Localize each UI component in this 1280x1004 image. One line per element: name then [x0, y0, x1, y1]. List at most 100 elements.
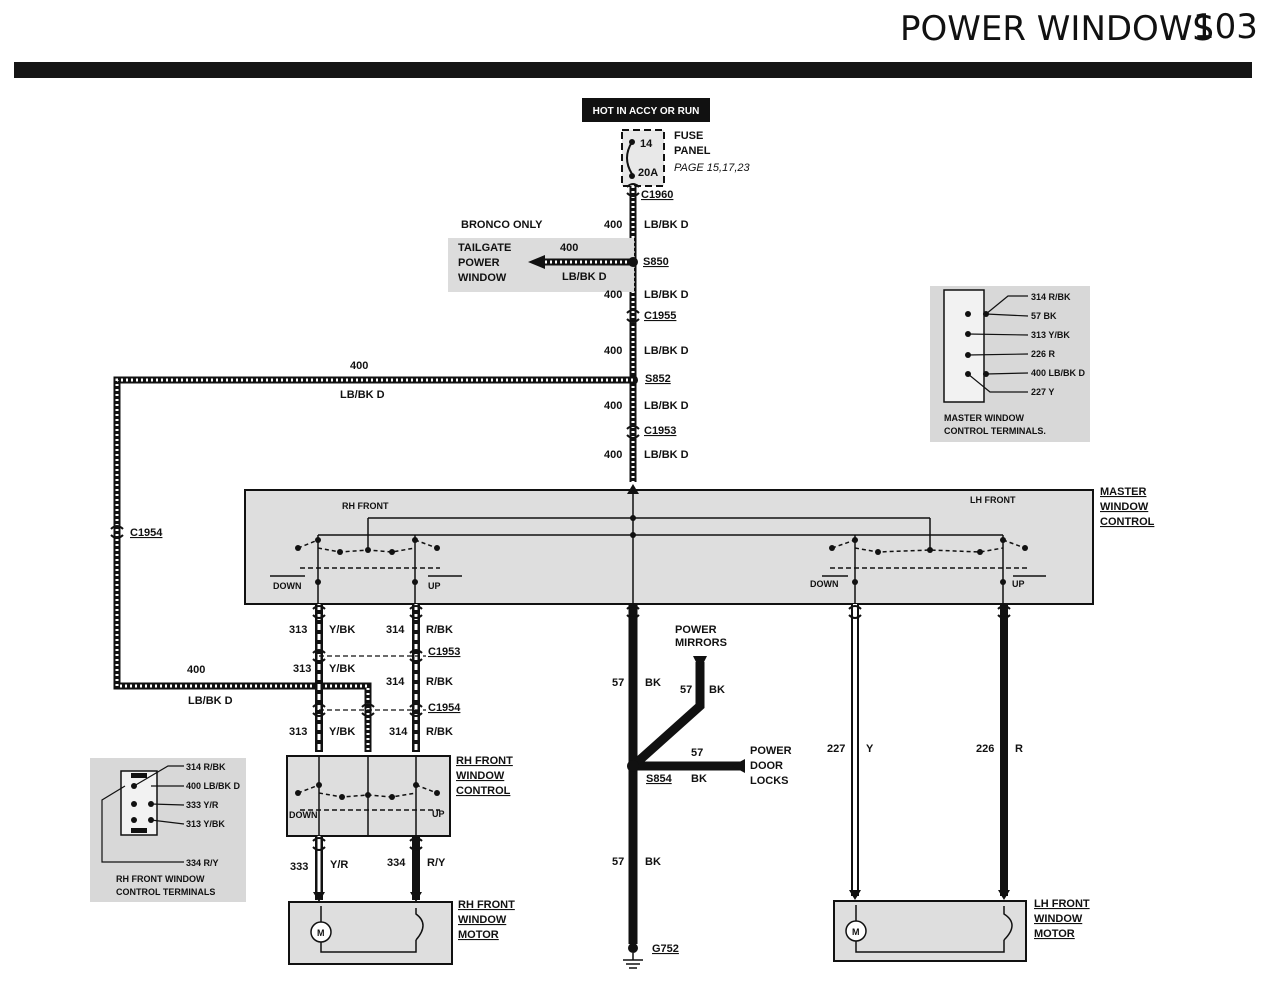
door-locks-color: BK — [691, 773, 707, 785]
rh-control-label-2: WINDOW — [456, 770, 505, 782]
hot-in-accy-label-box — [582, 98, 710, 122]
master-input-arrow — [627, 484, 639, 494]
wire-57-power-mirrors — [629, 662, 705, 770]
loop-circuit-top: 400 — [350, 360, 368, 372]
feed-color-1: LB/BK D — [644, 219, 689, 231]
master-rh-down-label: DOWN — [273, 581, 302, 591]
fuse-terminal-top — [629, 139, 635, 145]
page-number: 103 — [1193, 7, 1258, 47]
w313-label-3: 313 — [289, 726, 307, 738]
master-terminals-caption-1: MASTER WINDOW — [944, 413, 1024, 423]
tailgate-arrow — [528, 255, 545, 269]
rh-window-motor-box — [288, 901, 453, 965]
r-bk-label-1: R/BK — [426, 624, 453, 636]
header-rule — [14, 62, 1252, 78]
feed-color-4: LB/BK D — [644, 400, 689, 412]
fuse-rating: 20A — [638, 167, 658, 179]
door-locks-circuit: 57 — [691, 747, 703, 759]
mirrors-color: BK — [709, 684, 725, 696]
loop-circuit-bottom: 400 — [187, 664, 205, 676]
lh-motor-internals — [855, 905, 1013, 953]
power-mirrors-label-2: MIRRORS — [675, 637, 727, 649]
rh-terminal-key-bottom — [131, 828, 147, 833]
r-label: R — [1015, 743, 1023, 755]
master-terminal-block — [943, 289, 985, 403]
ground-color-1: BK — [645, 677, 661, 689]
rh-motor-334-arrow — [410, 892, 422, 902]
master-lh-down-label: DOWN — [810, 579, 839, 589]
s854-splice — [627, 760, 639, 772]
tailgate-color: LB/BK D — [562, 271, 607, 283]
master-lh-up-label: UP — [1012, 579, 1025, 589]
c1954-left-label: C1954 — [130, 527, 163, 539]
w313-label-2: 313 — [293, 663, 311, 675]
w227-label: 227 — [827, 743, 845, 755]
master-label-3: CONTROL — [1100, 516, 1155, 528]
master-rh-front-label: RH FRONT — [342, 501, 389, 511]
tailgate-circuit: 400 — [560, 242, 578, 254]
rh-motor-label-2: WINDOW — [458, 914, 507, 926]
rh-control-label-3: CONTROL — [456, 785, 511, 797]
rh-control-up-label: UP — [432, 809, 445, 819]
r-bk-label-3: R/BK — [426, 726, 453, 738]
c1960-label: C1960 — [641, 189, 673, 201]
master-lh-front-label: LH FRONT — [970, 495, 1016, 505]
s850-label: S850 — [643, 256, 669, 268]
y-bk-label-1: Y/BK — [329, 624, 355, 636]
s852-label: S852 — [645, 373, 671, 385]
rh-control-contacts — [295, 782, 440, 800]
loop-color-bottom: LB/BK D — [188, 695, 233, 707]
door-locks-arrow — [732, 759, 745, 773]
door-locks-label-1: POWER — [750, 745, 792, 757]
fuse-panel-pages: PAGE 15,17,23 — [674, 162, 751, 174]
fuse-panel-label-1: FUSE — [674, 130, 703, 142]
master-terminal-leads — [967, 295, 1029, 393]
fuse-panel-label-2: PANEL — [674, 145, 711, 157]
mirrors-circuit: 57 — [680, 684, 692, 696]
w226-label: 226 — [976, 743, 994, 755]
door-locks-label-3: LOCKS — [750, 775, 789, 787]
feed-circuit-5: 400 — [604, 449, 622, 461]
master-rh-up-label: UP — [428, 581, 441, 591]
feed-circuit-3: 400 — [604, 345, 622, 357]
y-r-label: Y/R — [330, 859, 348, 871]
rh-motor-letter: M — [317, 928, 325, 938]
ground-color-2: BK — [645, 856, 661, 868]
y-bk-label-2: Y/BK — [329, 663, 355, 675]
feed-color-3: LB/BK D — [644, 345, 689, 357]
y-label: Y — [866, 743, 874, 755]
tailgate-label-1: TAILGATE — [458, 242, 511, 254]
c1953-top-label: C1953 — [644, 425, 676, 437]
s850-splice — [628, 257, 638, 267]
w314-label-2: 314 — [386, 676, 405, 688]
w314-label-1: 314 — [386, 624, 405, 636]
rh-motor-label-1: RH FRONT — [458, 899, 515, 911]
feed-color-5: LB/BK D — [644, 449, 689, 461]
fuse-box — [621, 129, 665, 187]
rh-motor-label-3: MOTOR — [458, 929, 499, 941]
lh-motor-label-2: WINDOW — [1034, 913, 1083, 925]
master-pin-6: 227 Y — [1031, 387, 1054, 397]
feed-circuit-2: 400 — [604, 289, 622, 301]
g752-ground-point — [628, 943, 638, 953]
rh-pin-4: 313 Y/BK — [186, 819, 225, 829]
power-mirrors-label-1: POWER — [675, 624, 717, 636]
w334-label: 334 — [387, 857, 406, 869]
g752-label: G752 — [652, 943, 679, 955]
s854-label: S854 — [646, 773, 673, 785]
rh-terminal-leads — [101, 765, 185, 863]
master-pin-3: 313 Y/BK — [1031, 330, 1070, 340]
c1954-rh-label: C1954 — [428, 702, 461, 714]
ground-symbol — [623, 953, 643, 969]
w333-label: 333 — [290, 861, 308, 873]
feed-circuit-4: 400 — [604, 400, 622, 412]
fuse-element — [626, 141, 633, 175]
master-pin-2: 57 BK — [1031, 311, 1057, 321]
tailgate-label-2: POWER — [458, 257, 500, 269]
master-label-2: WINDOW — [1100, 501, 1149, 513]
lh-motor-226-arrow — [998, 890, 1010, 900]
master-internal-switches — [270, 494, 1046, 604]
rh-motor-333-arrow — [313, 892, 325, 902]
feed-color-2: LB/BK D — [644, 289, 689, 301]
master-label-1: MASTER — [1100, 486, 1147, 498]
